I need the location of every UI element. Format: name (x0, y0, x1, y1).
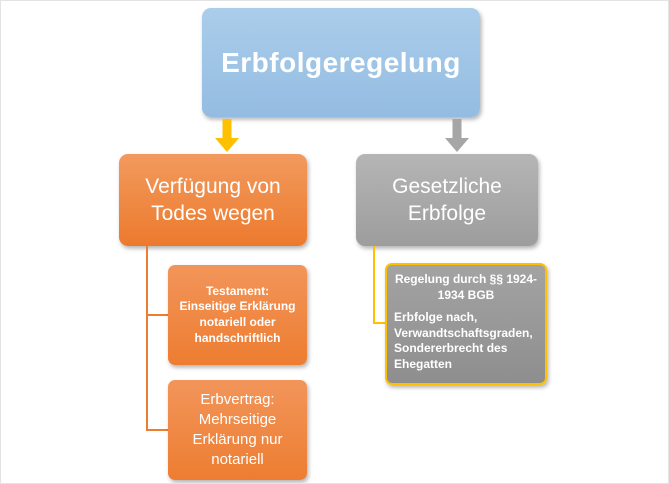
left-branch-header-label: Verfügung von Todes wegen (145, 174, 281, 225)
gesetzliche-detail-body: Erbfolge nach, Verwandtschaftsgraden, So… (394, 310, 533, 371)
down-arrow-gray-icon (445, 119, 469, 152)
left-branch-stub-connector-1 (146, 314, 168, 316)
testament-node-body: Einseitige Erklärung notariell oder hand… (179, 299, 296, 345)
testament-node: Testament: Einseitige Erklärung notariel… (168, 265, 307, 365)
erbvertrag-node-title: Erbvertrag: (200, 390, 275, 408)
right-branch-header: Gesetzliche Erbfolge (356, 154, 538, 246)
erbvertrag-node-body: Mehrseitige Erklärung nur notariell (192, 410, 283, 469)
erbvertrag-node: Erbvertrag: Mehrseitige Erklärung nur no… (168, 380, 307, 480)
right-branch-vertical-connector (373, 246, 375, 324)
down-arrow-yellow-icon (215, 119, 239, 152)
gesetzliche-erbfolge-detail-node: Regelung durch §§ 1924-1934 BGB Erbfolge… (385, 263, 547, 385)
root-node-label: Erbfolgeregelung (221, 46, 461, 78)
left-branch-header: Verfügung von Todes wegen (119, 154, 307, 246)
right-branch-stub-connector (373, 322, 385, 324)
root-node: Erbfolgeregelung (202, 8, 480, 117)
gesetzliche-detail-heading: Regelung durch §§ 1924-1934 BGB (394, 272, 538, 302)
right-branch-header-label: Gesetzliche Erbfolge (392, 174, 502, 225)
testament-node-title: Testament: (205, 283, 270, 298)
left-branch-vertical-connector (146, 246, 148, 431)
left-branch-stub-connector-2 (146, 429, 168, 431)
